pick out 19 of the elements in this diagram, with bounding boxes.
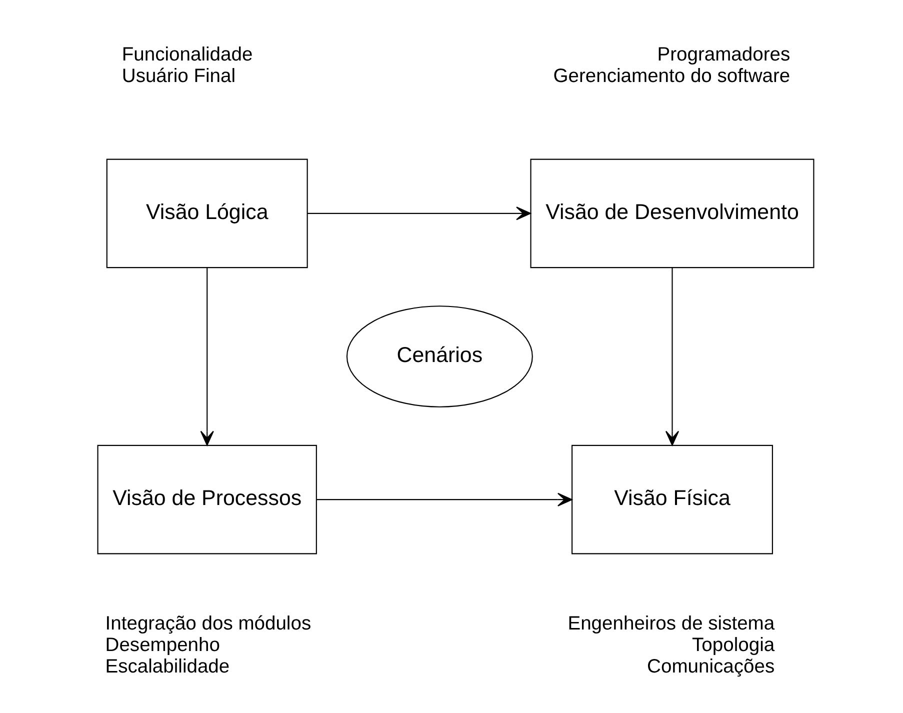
node-ellipse: Cenários [346, 306, 532, 408]
arrow [316, 492, 572, 506]
node-box: Visão de Processos [96, 444, 316, 554]
arrow [307, 206, 530, 220]
arrow [200, 268, 214, 446]
node-box: Visão Lógica [106, 158, 308, 268]
node-box: Visão de Desenvolvimento [530, 158, 814, 268]
arrow [664, 268, 679, 446]
node-label: Comunicações [646, 656, 774, 678]
node-box: Visão Física [571, 444, 772, 554]
node-label: Escalabilidade [104, 656, 230, 678]
node-label: Desempenho [104, 635, 220, 656]
node-label: Topologia [692, 635, 774, 656]
node-label: Funcionalidade [121, 44, 252, 66]
node-label: Programadores [656, 44, 790, 66]
node-label: Gerenciamento do software [552, 66, 790, 88]
node-label: Integração dos módulos [104, 614, 311, 635]
node-label: Usuário Final [121, 66, 235, 88]
node-label: Engenheiros de sistema [567, 614, 774, 635]
